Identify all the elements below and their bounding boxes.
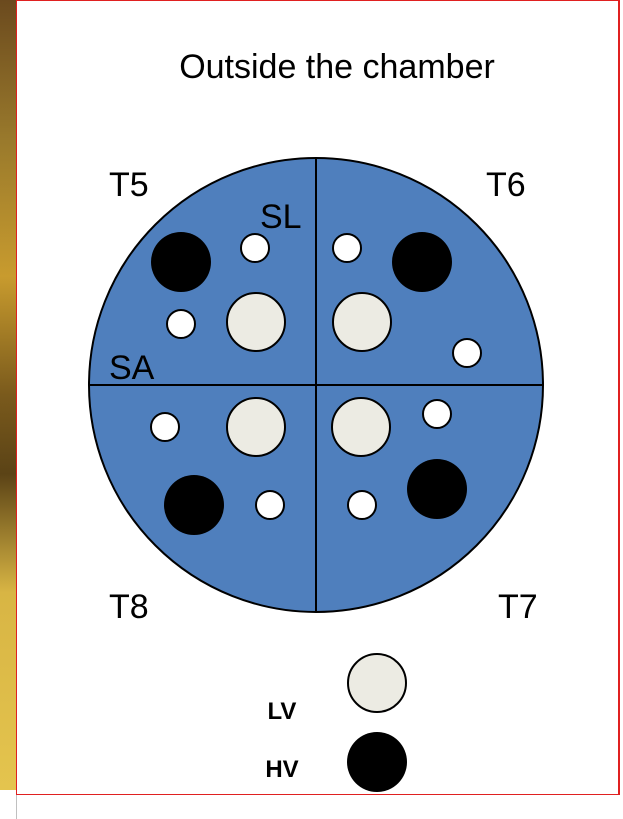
small-hole	[151, 413, 179, 441]
hv-connector	[407, 459, 467, 519]
small-hole	[256, 491, 284, 519]
inner-label-sl: SL	[260, 198, 302, 236]
hv-connector	[392, 232, 452, 292]
quadrant-label-t6: T6	[486, 166, 526, 204]
small-hole	[241, 234, 269, 262]
legend-lv-swatch	[348, 654, 406, 712]
lv-connector	[227, 293, 285, 351]
lv-connector	[333, 293, 391, 351]
legend-label-lv: LV	[268, 698, 297, 725]
lv-connector	[332, 398, 390, 456]
quadrant-label-t8: T8	[109, 588, 149, 626]
quadrant-label-t5: T5	[109, 166, 149, 204]
quadrant-label-t7: T7	[498, 588, 538, 626]
small-hole	[348, 491, 376, 519]
diagram-title: Outside the chamber	[179, 48, 495, 86]
hv-connector	[164, 475, 224, 535]
small-hole	[333, 234, 361, 262]
legend-label-hv: HV	[265, 756, 298, 783]
lv-connector	[227, 398, 285, 456]
small-hole	[167, 310, 195, 338]
small-hole	[453, 339, 481, 367]
hv-connector	[151, 232, 211, 292]
inner-label-sa: SA	[109, 349, 155, 387]
small-hole	[423, 400, 451, 428]
legend-hv-swatch	[347, 732, 407, 792]
